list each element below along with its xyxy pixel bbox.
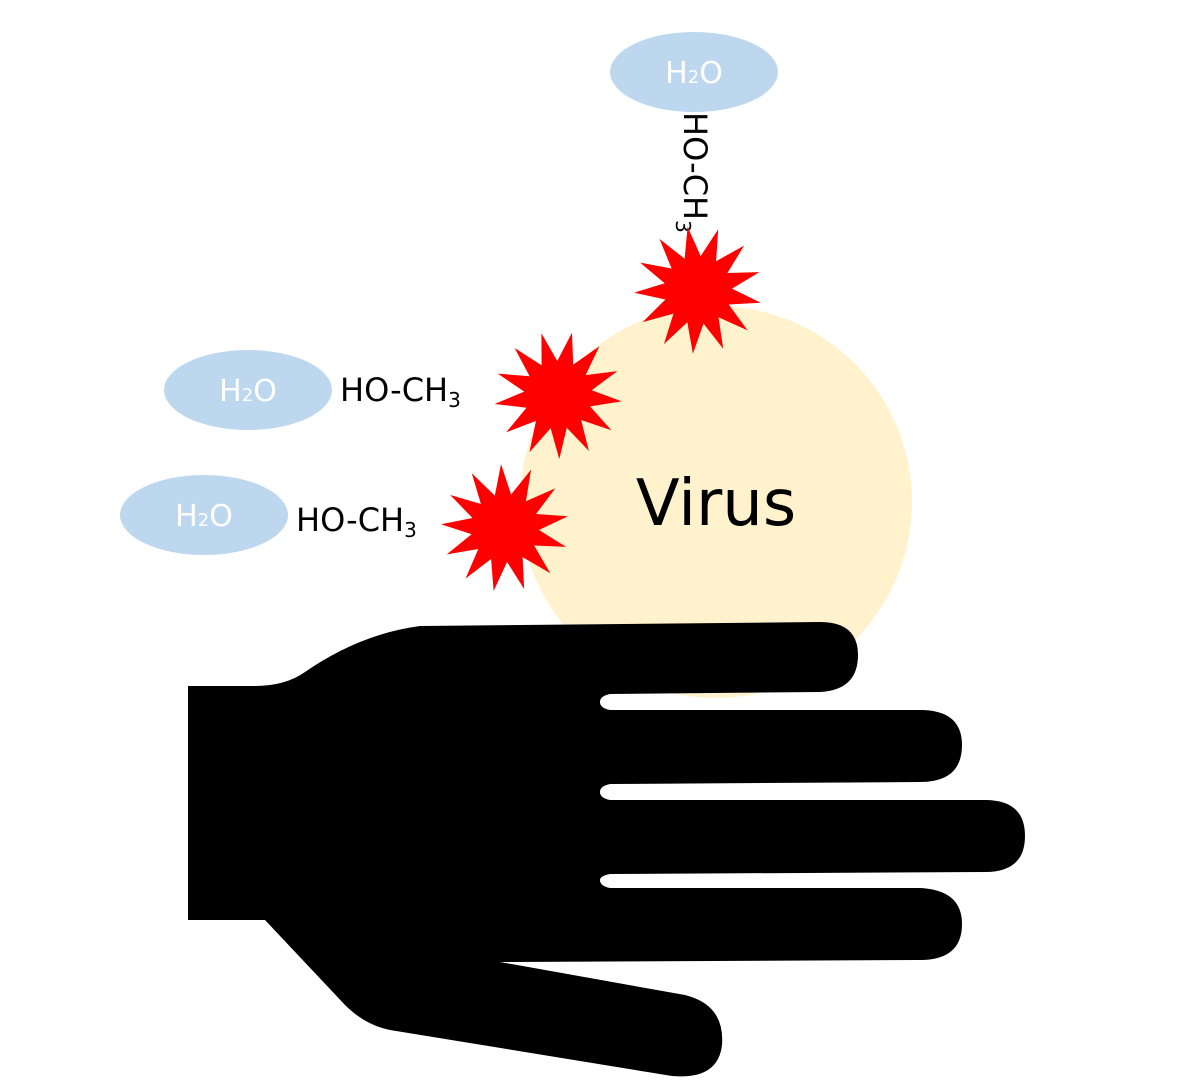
virus-circle — [520, 306, 912, 698]
water-label-middle: H2O — [219, 374, 277, 409]
burst-icon — [494, 332, 622, 459]
methanol-label-middle: HO-CH3 — [340, 371, 461, 412]
hand-palm — [188, 622, 1025, 1077]
burst-icon — [634, 226, 761, 354]
hand-icon — [188, 622, 1025, 1077]
water-label-lower: H2O — [175, 499, 233, 534]
water-molecule-top — [610, 32, 778, 112]
burst-icon — [441, 464, 568, 591]
virus-label: Virus — [636, 467, 796, 541]
water-molecule-lower — [120, 475, 288, 555]
methanol-label-top: HO-CH3 — [671, 112, 714, 233]
methanol-label-lower: HO-CH3 — [296, 501, 417, 542]
water-molecule-middle — [164, 350, 332, 430]
water-label-top: H2O — [665, 56, 723, 91]
